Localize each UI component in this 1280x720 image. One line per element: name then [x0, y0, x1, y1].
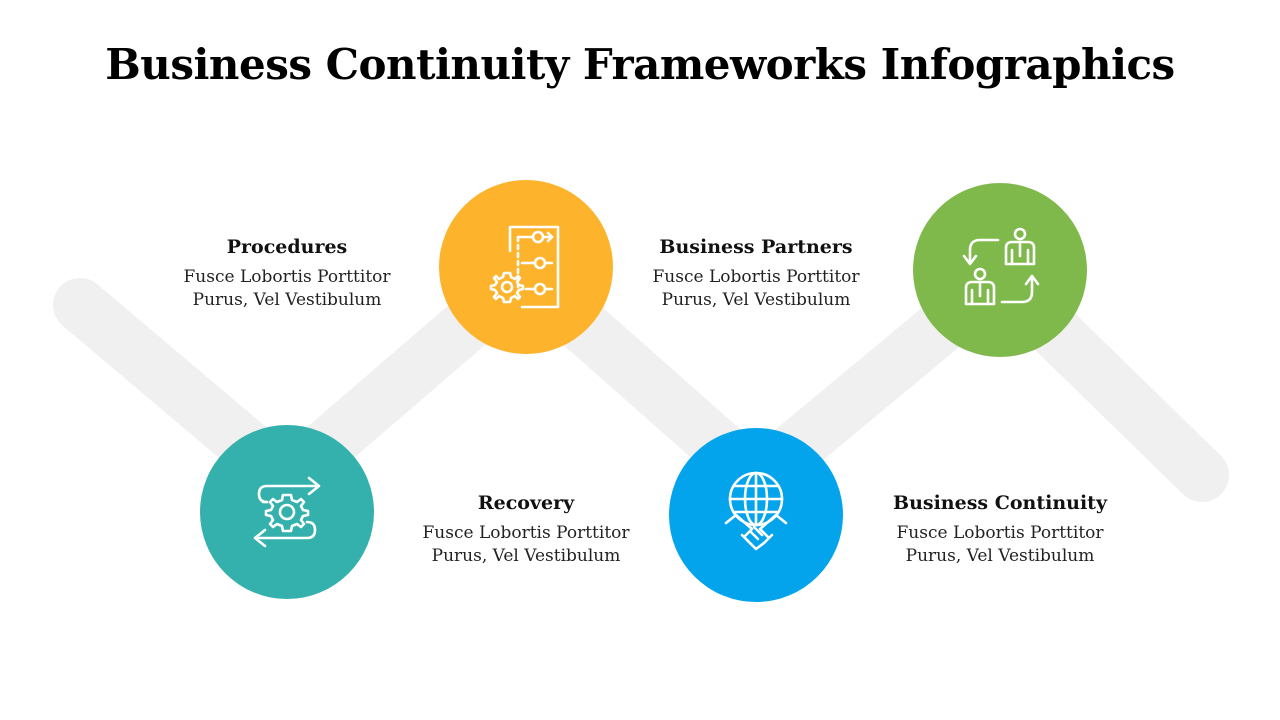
step-text-line-2: Purus, Vel Vestibulum — [905, 546, 1095, 566]
gear-cycle-icon — [253, 476, 321, 548]
procedures-label: Procedures Fusce Lobortis Porttitor Puru… — [157, 236, 417, 312]
step-text-line-1: Fusce Lobortis Porttitor — [422, 523, 630, 543]
procedures-circle — [439, 180, 613, 354]
business-continuity-label: Business Continuity Fusce Lobortis Portt… — [870, 492, 1130, 568]
recovery-circle — [200, 425, 374, 599]
flowchart-gear-icon — [489, 225, 560, 309]
page-title: Business Continuity Frameworks Infograph… — [105, 40, 1175, 89]
step-heading: Business Continuity — [893, 492, 1107, 514]
step-heading: Procedures — [226, 236, 348, 258]
step-text-line-1: Fusce Lobortis Porttitor — [652, 267, 860, 287]
globe-handshake-icon — [724, 471, 788, 551]
step-text-line-2: Purus, Vel Vestibulum — [192, 290, 382, 310]
recovery-label: Recovery Fusce Lobortis Porttitor Purus,… — [396, 492, 656, 568]
people-exchange-icon — [962, 227, 1040, 306]
business-continuity-circle — [669, 428, 843, 602]
step-text-line-2: Purus, Vel Vestibulum — [661, 290, 851, 310]
step-heading: Business Partners — [659, 236, 853, 258]
step-text-line-1: Fusce Lobortis Porttitor — [896, 523, 1104, 543]
business-partners-label: Business Partners Fusce Lobortis Porttit… — [626, 236, 886, 312]
step-text-line-2: Purus, Vel Vestibulum — [431, 546, 621, 566]
business-partners-circle — [913, 183, 1087, 357]
step-heading: Recovery — [477, 492, 575, 514]
step-text-line-1: Fusce Lobortis Porttitor — [183, 267, 391, 287]
